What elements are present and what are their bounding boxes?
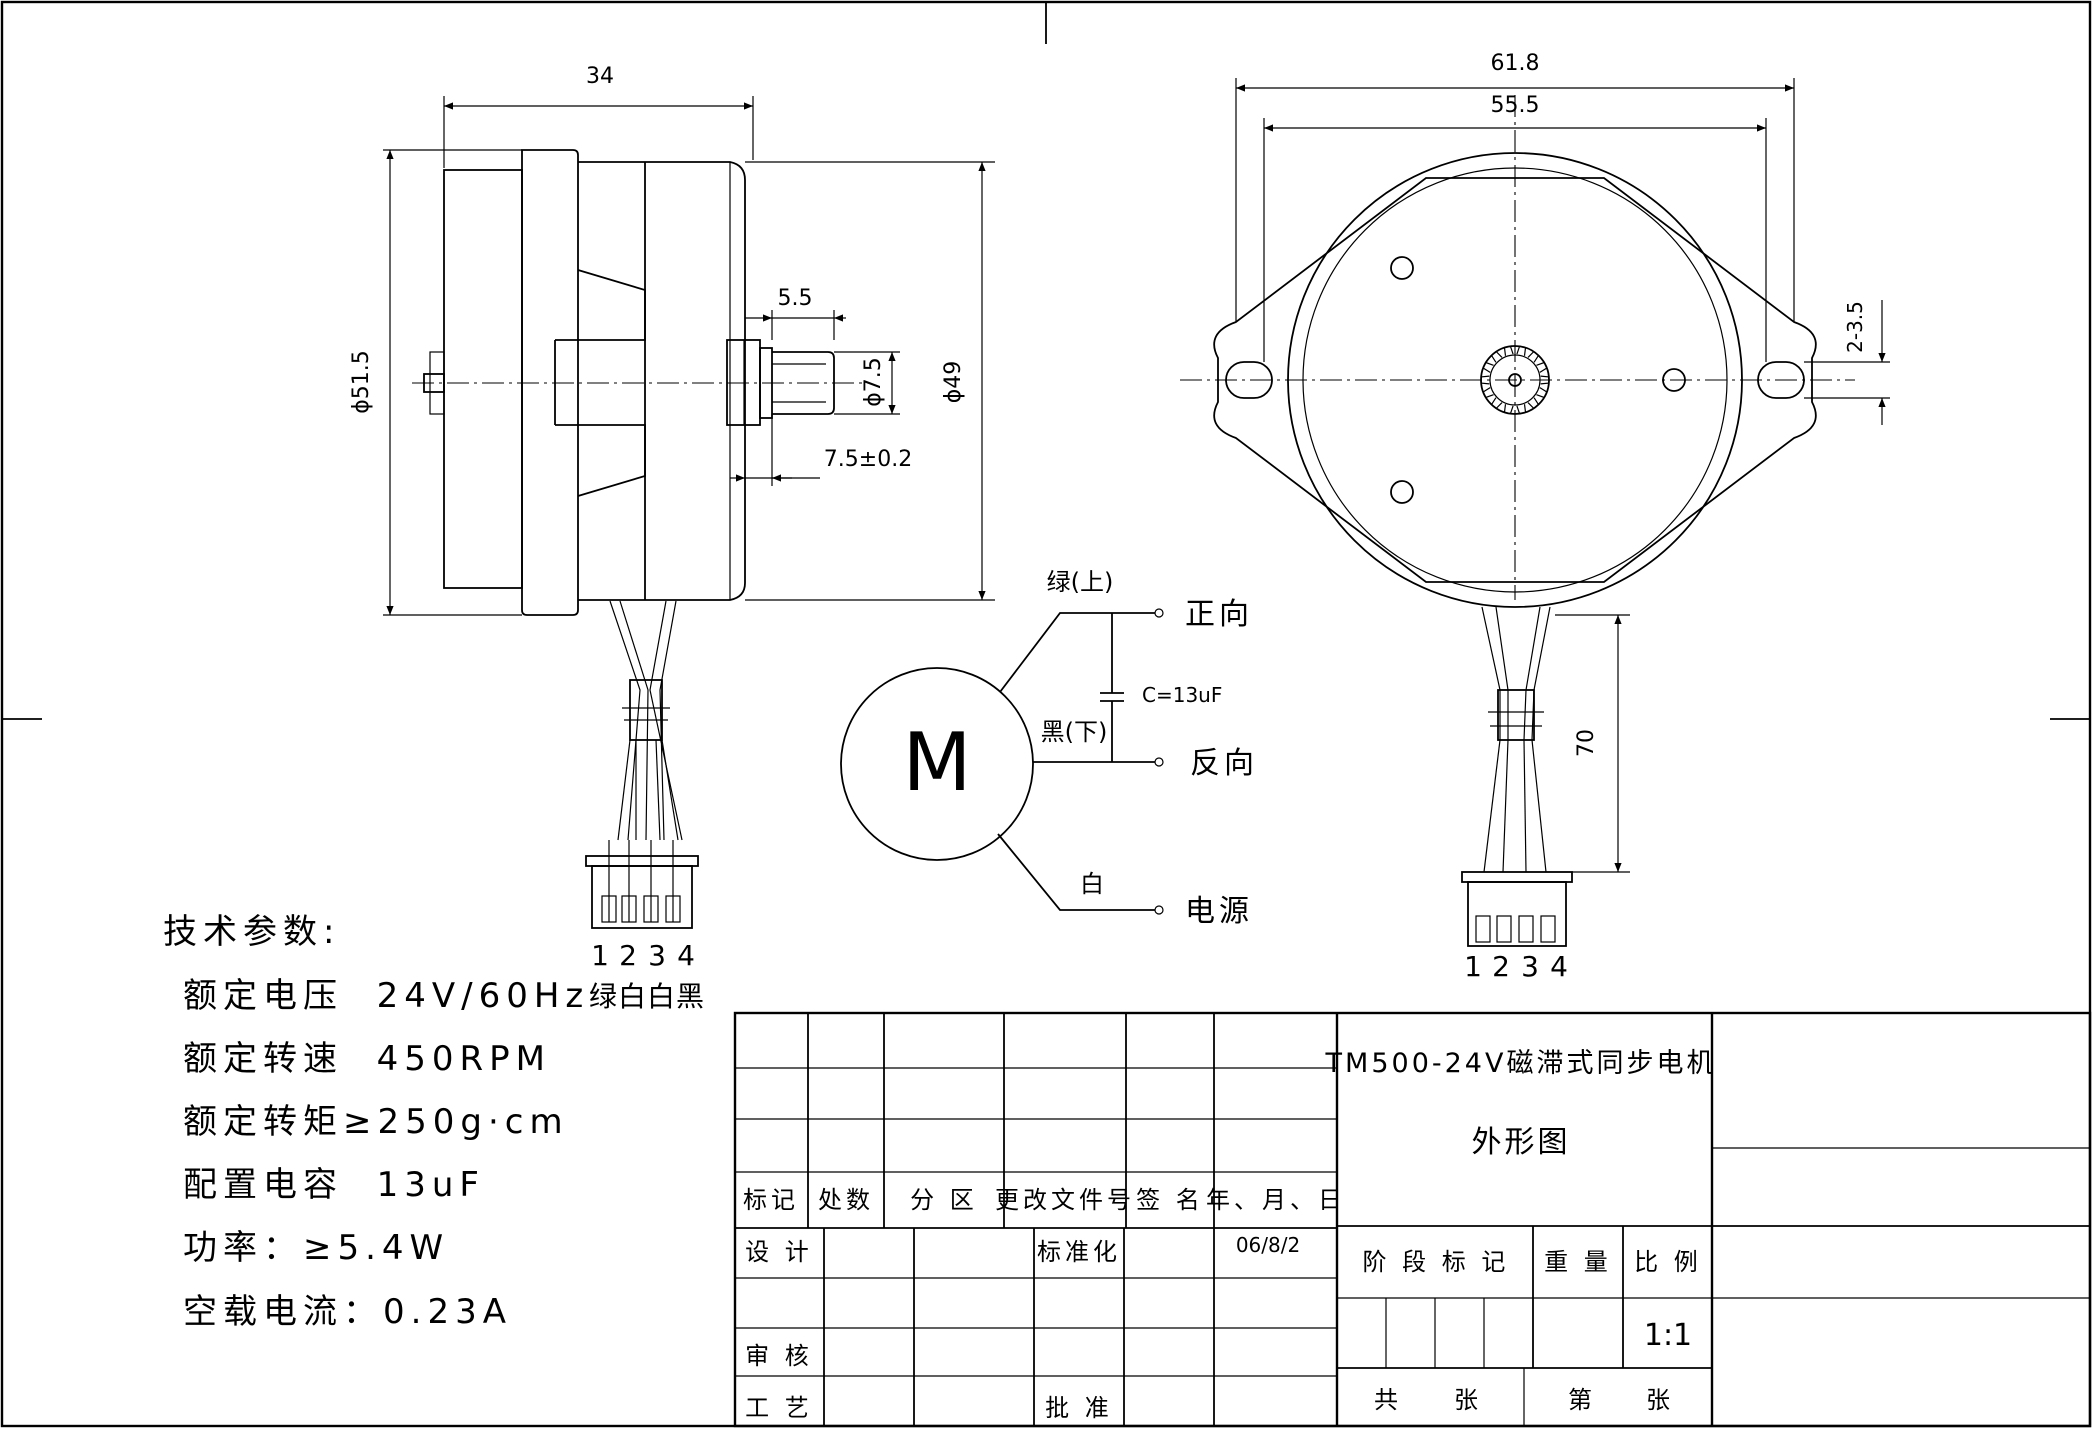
tb-header-mark: 标记: [743, 1186, 799, 1214]
tb-header-signature: 签 名: [1136, 1186, 1204, 1214]
wire-green-label: 绿(上): [1047, 568, 1114, 596]
gear-tooth: [1536, 361, 1548, 373]
left-color-4: 黑: [676, 980, 704, 1013]
terminal-forward: 正向: [1185, 597, 1253, 632]
left-pin-2: 2: [619, 939, 637, 972]
dim-shaft-offset: 7.5±0.2: [824, 447, 912, 472]
gear-tooth: [1503, 345, 1514, 356]
technical-specs: 技术参数: 额定电压 24V/60Hz 额定转速 450RPM 额定转矩≥250…: [163, 912, 589, 1332]
pinion-gear-teeth: [1480, 345, 1550, 415]
gear-tooth: [1516, 345, 1527, 356]
right-pin-3: 3: [1521, 950, 1539, 983]
motor-symbol: [840, 667, 1034, 861]
tb-header-date: 年、月、日: [1206, 1186, 1346, 1214]
gear-tooth: [1480, 375, 1490, 385]
tb-header-zone: 分 区: [910, 1186, 978, 1214]
gear-tooth: [1527, 350, 1540, 363]
right-pin-1: 1: [1464, 950, 1482, 983]
tb-review: 审 核: [745, 1342, 813, 1370]
left-color-1: 绿: [589, 980, 617, 1013]
gear-tooth: [1540, 375, 1550, 385]
motor-label: M: [902, 716, 971, 809]
gear-tooth: [1490, 397, 1503, 410]
side-view: 34 ϕ51.5 ϕ49 5.5 ϕ7.5 7.5±0.2 1 2 3 4 绿 …: [349, 64, 995, 1013]
dim-front-width: 61.8: [1491, 51, 1540, 76]
tb-standardize: 标准化: [1037, 1238, 1121, 1266]
gear-tooth: [1516, 404, 1527, 415]
tb-sheet-no: 第: [1568, 1386, 1596, 1414]
left-pin-1: 1: [591, 939, 609, 972]
dim-mount-holes: 2-3.5: [1843, 301, 1867, 353]
wiring-schematic: M 绿(上) 黑(下) 白 C=13uF 正向 反向 电源: [840, 568, 1258, 929]
front-view: 61.8 55.5 2-3.5 70 1 2 3 4: [1180, 51, 1890, 983]
tb-weight: 重 量: [1544, 1248, 1612, 1276]
tb-stage-mark: 阶 段 标 记: [1363, 1248, 1510, 1276]
specs-title: 技术参数:: [163, 912, 340, 952]
tb-header-count: 处数: [818, 1186, 874, 1214]
spec-line-voltage: 额定电压 24V/60Hz: [183, 976, 589, 1016]
tb-process: 工 艺: [745, 1394, 813, 1422]
right-pin-2: 2: [1492, 950, 1510, 983]
dim-shaft-length: 5.5: [778, 286, 813, 311]
spec-line-speed: 额定转速 450RPM: [183, 1039, 551, 1079]
dim-side-diameter: ϕ51.5: [349, 350, 374, 414]
tb-drawing-type: 外形图: [1472, 1125, 1571, 1160]
gear-tooth: [1482, 387, 1494, 399]
left-pin-3: 3: [648, 939, 666, 972]
tb-sheet-unit-2: 张: [1646, 1386, 1674, 1414]
spec-line-power: 功率：≥5.4W: [183, 1228, 449, 1268]
left-pin-4: 4: [677, 939, 695, 972]
terminal-reverse: 反向: [1190, 746, 1258, 781]
tb-scale-label: 比 例: [1634, 1248, 1702, 1276]
gear-tooth: [1503, 404, 1514, 415]
gear-tooth: [1482, 361, 1494, 373]
left-color-3: 白: [647, 980, 675, 1013]
tb-date-value: 06/8/2: [1236, 1233, 1300, 1257]
wire-black-label: 黑(下): [1041, 718, 1108, 746]
tb-header-change-doc: 更改文件号: [995, 1186, 1135, 1214]
tb-design: 设 计: [745, 1238, 813, 1266]
tb-approve: 批 准: [1045, 1394, 1113, 1422]
gear-tooth: [1536, 387, 1548, 399]
dim-front-hole-spacing: 55.5: [1491, 93, 1540, 118]
gear-tooth: [1527, 397, 1540, 410]
dim-shaft-diameter: ϕ7.5: [861, 357, 886, 407]
tb-sheet-unit: 张: [1454, 1386, 1482, 1414]
dim-side-length: 34: [586, 64, 614, 89]
spec-line-capacitor: 配置电容 13uF: [183, 1165, 485, 1205]
wire-white-label: 白: [1080, 870, 1104, 898]
tb-scale-value: 1:1: [1644, 1318, 1692, 1353]
spec-line-current: 空载电流：0.23A: [183, 1292, 512, 1332]
left-color-2: 白: [618, 980, 646, 1013]
spec-line-torque: 额定转矩≥250g·cm: [183, 1102, 569, 1142]
terminal-power: 电源: [1185, 894, 1253, 929]
title-block: 标记 处数 分 区 更改文件号 签 名 年、月、日 设 计 标准化 06/8/2…: [733, 1011, 2092, 1428]
tb-total-sheets: 共: [1374, 1386, 1402, 1414]
dim-lead-length: 70: [1574, 729, 1599, 757]
tb-product-title: TM500-24V磁滞式同步电机: [1325, 1048, 1717, 1079]
gear-tooth: [1490, 350, 1503, 363]
right-pin-4: 4: [1550, 950, 1568, 983]
capacitor-label: C=13uF: [1142, 683, 1222, 707]
dim-can-diameter: ϕ49: [941, 361, 966, 404]
